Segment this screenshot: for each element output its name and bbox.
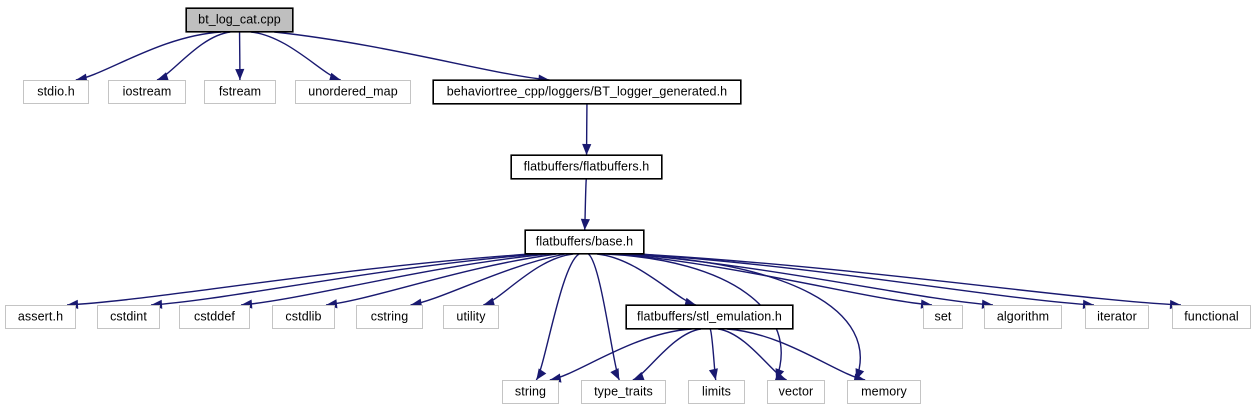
graph-node-fstream[interactable]: fstream [204, 80, 276, 104]
graph-node-bt_logger_gen[interactable]: behaviortree_cpp/loggers/BT_logger_gener… [433, 80, 741, 104]
graph-node-label: cstdlib [285, 309, 322, 324]
graph-node-string[interactable]: string [502, 380, 559, 404]
graph-node-label: limits [701, 384, 732, 399]
graph-node-set[interactable]: set [923, 305, 963, 329]
graph-node-stl_emulation[interactable]: flatbuffers/stl_emulation.h [626, 305, 793, 329]
graph-edge-stl_emulation-to-memory [726, 328, 866, 381]
graph-node-stdio[interactable]: stdio.h [23, 80, 89, 104]
graph-node-label: flatbuffers/flatbuffers.h [523, 159, 650, 174]
graph-node-label: set [934, 309, 952, 324]
graph-node-utility[interactable]: utility [443, 305, 499, 329]
graph-edge-arrowhead [855, 368, 865, 380]
graph-node-algorithm[interactable]: algorithm [984, 305, 1062, 329]
graph-node-unordered_map[interactable]: unordered_map [295, 80, 411, 104]
graph-node-label: type_traits [594, 384, 653, 399]
graph-node-label: algorithm [996, 309, 1050, 324]
graph-edge-bt_log_cat-to-iostream [156, 31, 231, 81]
graph-node-label: bt_log_cat.cpp [198, 12, 281, 27]
graph-edge-base_h-to-cstdint [150, 253, 539, 306]
graph-node-label: stdio.h [37, 84, 75, 99]
graph-edge-base_h-to-utility [483, 253, 574, 306]
graph-node-flatbuffers_h[interactable]: flatbuffers/flatbuffers.h [511, 155, 662, 179]
graph-node-cstdint[interactable]: cstdint [97, 305, 160, 329]
graph-edge-base_h-to-set [620, 253, 933, 306]
graph-node-memory[interactable]: memory [847, 380, 921, 404]
graph-edge-arrowhead [610, 368, 620, 380]
graph-edge-bt_log_cat-to-bt_logger_gen [274, 31, 550, 81]
graph-node-label: behaviortree_cpp/loggers/BT_logger_gener… [446, 84, 728, 99]
graph-edge-stl_emulation-to-limits [709, 328, 717, 381]
graph-node-functional[interactable]: functional [1172, 305, 1251, 329]
graph-node-label: iterator [1097, 309, 1137, 324]
graph-edge-base_h-to-iterator [637, 253, 1095, 306]
graph-node-label: cstddef [193, 309, 235, 324]
graph-edge-arrowhead [235, 68, 245, 80]
graph-node-assert[interactable]: assert.h [5, 305, 76, 329]
graph-node-label: cstring [370, 309, 409, 324]
graph-node-type_traits[interactable]: type_traits [581, 380, 666, 404]
graph-node-label: utility [456, 309, 486, 324]
graph-node-label: fstream [218, 84, 262, 99]
graph-edge-base_h-to-cstddef [240, 253, 548, 306]
graph-edge-arrowhead [708, 368, 718, 380]
graph-node-iterator[interactable]: iterator [1085, 305, 1149, 329]
graph-edge-base_h-to-cstring [410, 253, 566, 306]
graph-node-cstdlib[interactable]: cstdlib [272, 305, 335, 329]
graph-node-label: functional [1184, 309, 1239, 324]
graph-node-cstring[interactable]: cstring [356, 305, 423, 329]
graph-edge-base_h-to-type_traits [587, 253, 620, 381]
graph-node-bt_log_cat[interactable]: bt_log_cat.cpp [186, 8, 293, 32]
graph-edge-base_h-to-stl_emulation [596, 253, 697, 306]
graph-node-vector[interactable]: vector [767, 380, 825, 404]
graph-node-label: memory [861, 384, 907, 399]
graph-edge-arrowhead [775, 368, 785, 380]
graph-node-base_h[interactable]: flatbuffers/base.h [525, 230, 644, 254]
graph-edge-flatbuffers_h-to-base_h [584, 178, 587, 231]
graph-node-label: iostream [122, 84, 172, 99]
graph-node-label: vector [778, 384, 814, 399]
graph-edge-arrowhead [580, 218, 590, 230]
graph-node-label: unordered_map [308, 84, 398, 99]
graph-edge-stl_emulation-to-string [549, 328, 692, 381]
graph-node-label: flatbuffers/base.h [535, 234, 634, 249]
graph-edge-base_h-to-algorithm [628, 253, 994, 306]
graph-edge-bt_log_cat-to-stdio [75, 31, 222, 81]
graph-edge-arrowhead [536, 368, 547, 380]
graph-edge-stl_emulation-to-vector [718, 328, 787, 381]
graph-edge-bt_log_cat-to-unordered_map [250, 31, 341, 81]
graph-node-label: string [514, 384, 547, 399]
graph-edge-base_h-to-functional [637, 253, 1182, 306]
graph-node-cstddef[interactable]: cstddef [179, 305, 250, 329]
graph-node-label: flatbuffers/stl_emulation.h [637, 309, 782, 324]
graph-edge-base_h-to-string [535, 253, 580, 381]
graph-node-iostream[interactable]: iostream [108, 80, 186, 104]
graph-edge-base_h-to-assert [66, 253, 532, 306]
graph-edge-base_h-to-cstdlib [325, 253, 557, 306]
graph-edge-arrowhead [582, 143, 592, 155]
graph-edge-stl_emulation-to-type_traits [632, 328, 701, 381]
graph-node-label: cstdint [110, 309, 147, 324]
graph-node-limits[interactable]: limits [688, 380, 745, 404]
graph-node-label: assert.h [17, 309, 64, 324]
